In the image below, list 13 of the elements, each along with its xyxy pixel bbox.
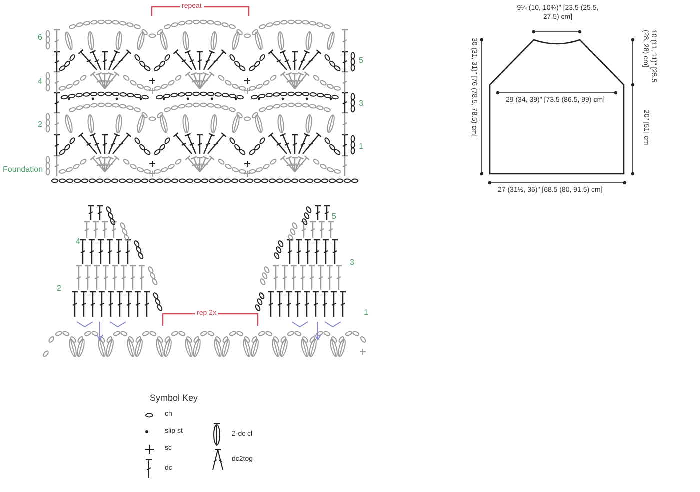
key-heading: Symbol Key bbox=[150, 392, 198, 405]
row-number: 6 bbox=[38, 32, 42, 44]
row-number: 4 bbox=[38, 76, 42, 88]
row-number: 4 bbox=[76, 236, 80, 248]
row-label: Foundation bbox=[3, 164, 44, 176]
row-number: 2 bbox=[57, 283, 62, 295]
row-number: 1 bbox=[359, 141, 364, 153]
row-number: 5 bbox=[332, 211, 336, 223]
row-number: 3 bbox=[359, 98, 364, 110]
row-number: 1 bbox=[364, 307, 368, 319]
row-number: 3 bbox=[350, 257, 354, 269]
row-number: 2 bbox=[38, 119, 42, 131]
row-number: 5 bbox=[359, 55, 364, 67]
